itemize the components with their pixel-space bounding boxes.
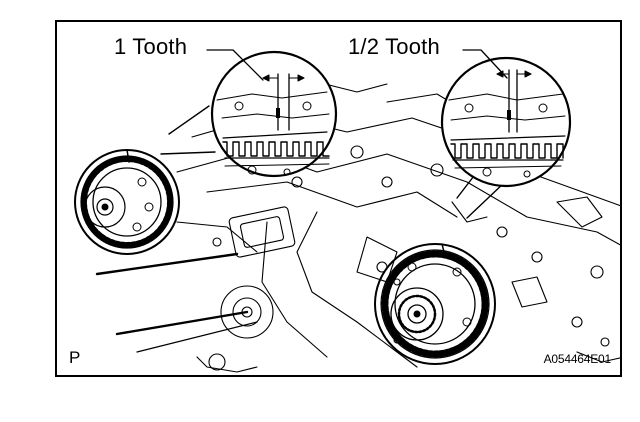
one-tooth-label: 1 Tooth xyxy=(114,34,188,59)
half-tooth-label: 1/2 Tooth xyxy=(348,34,440,59)
left-detail-callout xyxy=(160,49,338,178)
view-letter-label: P xyxy=(69,348,81,367)
right-detail-callout xyxy=(440,49,572,219)
figure-code-label: A054464E01 xyxy=(543,352,612,366)
left-camshaft-pulley xyxy=(74,149,180,255)
right-camshaft-pulley xyxy=(374,243,496,365)
engine-illustration xyxy=(74,49,620,373)
diagram-figure: 1 Tooth 1/2 Tooth P A054464E01 xyxy=(55,20,622,377)
